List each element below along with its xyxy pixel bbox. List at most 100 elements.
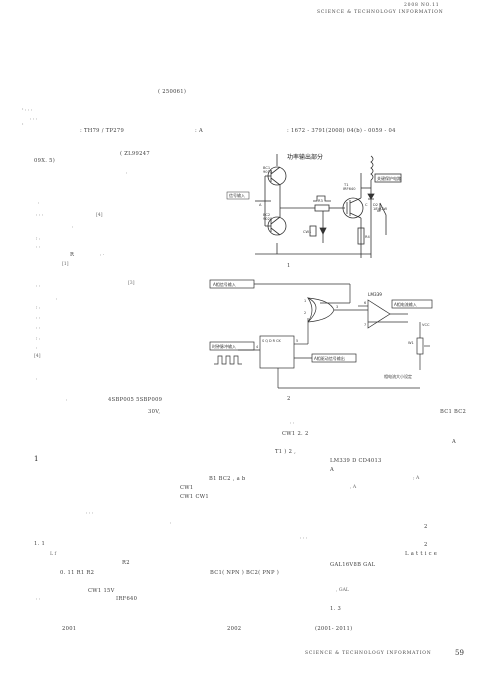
v15-line: CW1 15V: [88, 588, 115, 594]
t1-line: T1 ) 2 ,: [275, 449, 297, 455]
bc-npn-line: BC1( NPN ) BC2( PNP ): [210, 570, 280, 576]
fig2-pin: 1: [304, 299, 306, 303]
text-frag: ,: [36, 376, 38, 381]
text-frag: ; ,: [36, 305, 41, 310]
r2-line: R2: [122, 560, 130, 566]
fig2-pin: 2: [304, 311, 306, 315]
section-1: 1: [34, 455, 39, 463]
part-numbers: 4SBP005 5SBP009: [108, 397, 163, 403]
fig2-pin: 4: [256, 345, 258, 349]
text-frag: , , ,: [86, 510, 94, 515]
fig1-bc1-part: 9013: [263, 170, 272, 174]
fig1-d2: D2: [373, 203, 378, 207]
fig1-r3: R3: [318, 199, 323, 203]
text-frag: ,: [56, 296, 58, 301]
section-2a: 2: [424, 524, 428, 530]
gal-line: GAL16V8B GAL: [330, 562, 376, 568]
fig1-protection: 关键保护电路: [377, 175, 401, 181]
fig2-vcc: VCC: [422, 323, 430, 327]
fig1-cw1: CW1: [303, 230, 311, 234]
ref-4a: [4]: [96, 213, 103, 218]
fig2-a-current-in: A相电流输入: [394, 301, 417, 307]
lm339-line: LM339 D CD4013: [330, 458, 382, 464]
text-frag: , GAL: [336, 588, 349, 593]
vol-30v: 30V,: [148, 409, 161, 415]
fig2-pin: 7: [364, 323, 366, 327]
figure-2-circuit: A相信号输入 时钟脉冲输入 A相驱动信号输出 LM339 A相电流输入 相电流大…: [209, 279, 433, 389]
text-frag: ,: [66, 397, 68, 402]
fund-line: ( ZL99247: [120, 151, 150, 157]
footer-journal: SCIENCE & TECHNOLOGY INFORMATION: [305, 651, 432, 656]
letter-a-2: A: [330, 467, 335, 473]
fund-line-2: 09X. 5): [34, 158, 56, 164]
text-frag: , ,: [36, 244, 41, 249]
fig1-t1: T1: [343, 183, 348, 187]
page-number: 59: [455, 649, 464, 657]
fig1-r4: R4: [365, 235, 370, 239]
ref-4b: [4]: [34, 354, 41, 359]
fig2-pin: 6: [364, 301, 366, 305]
fig2-ff-pins: S Q D R CK: [262, 339, 281, 343]
figure-2-caption: 2: [287, 396, 291, 402]
r1r2-line: 0. 11 R1 R2: [60, 570, 95, 576]
figure-1-circuit: 功率输出部分 信号输入 BC1 9013 BC2 9020 T1 IRF640 …: [226, 153, 402, 258]
text-frag: , , ,: [30, 116, 38, 121]
fig2-w1: W1: [408, 341, 414, 345]
text-frag: ; ,: [36, 236, 41, 241]
lattice: L a t t i c e: [405, 551, 438, 557]
fig2-a-signal-in: A相信号输入: [213, 281, 236, 287]
ref-3: [3]: [128, 281, 135, 286]
letter-r: R: [70, 252, 75, 258]
header-issue: 2008 NO.11: [404, 3, 440, 8]
text-frag: :: [22, 122, 24, 127]
text-frag: ,: [126, 170, 128, 175]
text-frag: , , ,: [300, 535, 308, 540]
text-frag: , ,: [36, 283, 41, 288]
text-frag: ,: [170, 520, 172, 525]
letter-a: A: [452, 439, 457, 445]
cw1-line: CW1: [180, 485, 194, 491]
text-frag: ,: [36, 345, 38, 350]
cw-22: CW1 2. 2: [282, 431, 309, 437]
year-range: (2001- 2011): [315, 626, 353, 632]
text-frag: , ,: [290, 420, 295, 425]
fig2-pin: 3: [336, 305, 338, 309]
text-frag: : , , ,: [22, 107, 33, 112]
article-id: : 1672 - 3791(2008) 04(b) - 0059 - 04: [287, 128, 396, 134]
text-frag: , A: [350, 485, 357, 490]
fig1-c: C: [365, 203, 368, 207]
year-2001: 2001: [62, 626, 77, 632]
text-frag: ,: [72, 224, 74, 229]
year-2002: 2002: [227, 626, 242, 632]
fig1-signal-in: 信号输入: [229, 192, 245, 198]
fig2-lm339: LM339: [368, 292, 382, 297]
b1-line: B1 BC2 , a b: [209, 476, 246, 482]
text-frag: , ,: [36, 325, 41, 330]
fig1-title: 功率输出部分: [287, 153, 323, 161]
fig1-a: A: [259, 203, 262, 207]
ref-1: [1]: [62, 262, 69, 267]
text-frag: , ,: [36, 596, 41, 601]
fig2-pin: 5: [296, 339, 298, 343]
fig2-current-set: 相电流大小设定: [384, 373, 412, 379]
fig1-d2-part: 18V/2W: [373, 207, 388, 211]
text-frag: ; A: [413, 476, 420, 481]
fig1-bc1: BC1: [263, 166, 270, 170]
fig2-a-drive-out: A相驱动信号输出: [314, 355, 345, 361]
header-journal: SCIENCE & TECHNOLOGY INFORMATION: [317, 10, 444, 15]
text-frag: , , ,: [36, 212, 44, 217]
fig2-clock-in: 时钟脉冲输入: [212, 343, 236, 349]
classification: : TH79 / TP279: [80, 128, 125, 134]
irf-line: IRF640: [116, 596, 138, 602]
text-frag: , .: [100, 252, 105, 257]
text-frag: L f: [50, 552, 57, 557]
figure-1-caption: 1: [287, 263, 291, 269]
section-1-3: 1. 3: [330, 606, 342, 612]
fig1-bc2-part: 9020: [263, 217, 273, 221]
text-frag: ,: [38, 200, 40, 205]
section-1-1: 1. 1: [34, 541, 46, 547]
bc-line: BC1 BC2: [440, 409, 467, 415]
doc-code: : A: [195, 128, 204, 134]
fig1-t1-part: IRF640: [343, 187, 356, 191]
text-frag: ; ,: [36, 336, 41, 341]
